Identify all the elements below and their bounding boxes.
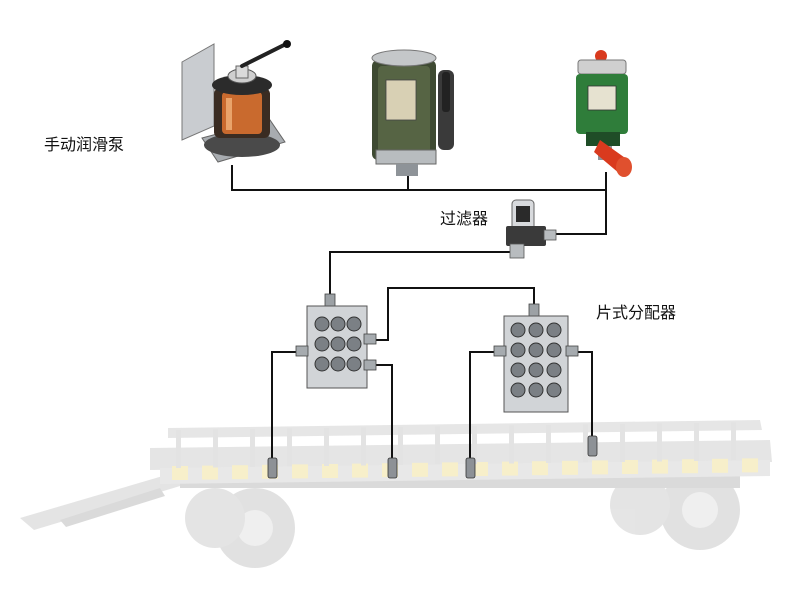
valve-port — [510, 362, 526, 378]
trailer-wheel-front — [185, 488, 295, 568]
valve-port — [528, 322, 544, 338]
rail-post — [694, 423, 699, 461]
valve-port — [528, 362, 544, 378]
hazard-stripe — [682, 459, 698, 474]
trailer-drawbar — [20, 468, 200, 530]
hazard-stripe — [202, 465, 218, 480]
valve-port — [330, 356, 346, 372]
hazard-stripe — [172, 466, 188, 480]
hazard-stripe — [292, 464, 308, 479]
hazard-stripe — [562, 460, 578, 475]
hazard-stripe — [652, 459, 668, 474]
manual-pump-1 — [181, 40, 291, 163]
label-manual-pump: 手动润滑泵 — [44, 135, 124, 154]
hazard-stripe — [502, 461, 518, 476]
hazard-stripe — [742, 458, 758, 473]
rail-post — [472, 426, 477, 464]
valve-port — [314, 316, 330, 332]
divider-valve-2 — [493, 303, 579, 413]
valve-port — [546, 322, 562, 338]
rail-post — [620, 424, 625, 462]
rail-post — [176, 430, 181, 468]
valve-port — [546, 362, 562, 378]
hazard-stripe — [232, 465, 248, 480]
trailer-side-rail — [160, 458, 770, 484]
hazard-stripe — [592, 460, 608, 475]
manual-pump-3 — [576, 50, 632, 177]
hazard-stripe — [532, 461, 548, 476]
grease-fitting — [387, 457, 398, 479]
rail-post — [250, 429, 255, 467]
rail-post — [731, 422, 736, 461]
rail-post — [435, 426, 440, 465]
pipe-filter-to-divider1 — [329, 251, 522, 298]
hazard-stripe — [622, 460, 638, 474]
valve-port — [346, 356, 362, 372]
rail-post — [583, 424, 588, 463]
hazard-stripe — [712, 458, 728, 473]
grease-fitting — [587, 435, 598, 457]
valve-port — [510, 382, 526, 398]
grease-fittings — [267, 435, 598, 479]
rail-post — [213, 429, 218, 468]
hazard-stripe — [442, 462, 458, 477]
trailer-top-rail — [168, 420, 762, 468]
rail-post — [398, 427, 403, 465]
valve-port — [330, 316, 346, 332]
pipe-network — [231, 165, 607, 462]
pipe-divider1-to-divider2 — [368, 287, 535, 341]
valve-port — [510, 342, 526, 358]
divider-valve-1 — [295, 293, 377, 389]
valve-port — [314, 336, 330, 352]
hazard-stripe — [412, 462, 428, 477]
grease-fitting — [465, 457, 476, 479]
hazard-stripe — [472, 462, 488, 476]
rail-post — [657, 423, 662, 462]
valve-port — [330, 336, 346, 352]
hazard-stripe — [352, 463, 368, 478]
rail-post — [546, 425, 551, 463]
valve-port — [346, 336, 362, 352]
valve-port — [528, 382, 544, 398]
valve-port — [314, 356, 330, 372]
valve-port — [528, 342, 544, 358]
pipe-divider2-left-outlet — [469, 351, 502, 462]
valve-port — [510, 322, 526, 338]
rail-post — [361, 427, 366, 466]
rail-post — [287, 428, 292, 467]
valve-port — [546, 382, 562, 398]
manual-pump-2 — [371, 49, 454, 176]
label-filter: 过滤器 — [440, 209, 488, 228]
pipe-pump-manifold — [231, 165, 607, 235]
filter — [506, 199, 557, 259]
label-divider-valve: 片式分配器 — [596, 303, 676, 322]
rail-post — [509, 425, 514, 464]
pipe-divider1-left-outlet — [271, 351, 305, 462]
valve-port — [546, 342, 562, 358]
grease-fitting — [267, 457, 278, 479]
rail-post — [324, 428, 329, 466]
trailer-wheel-rear — [610, 470, 740, 550]
trailer-background — [20, 420, 772, 568]
hazard-stripe — [322, 464, 338, 478]
valve-port — [346, 316, 362, 332]
